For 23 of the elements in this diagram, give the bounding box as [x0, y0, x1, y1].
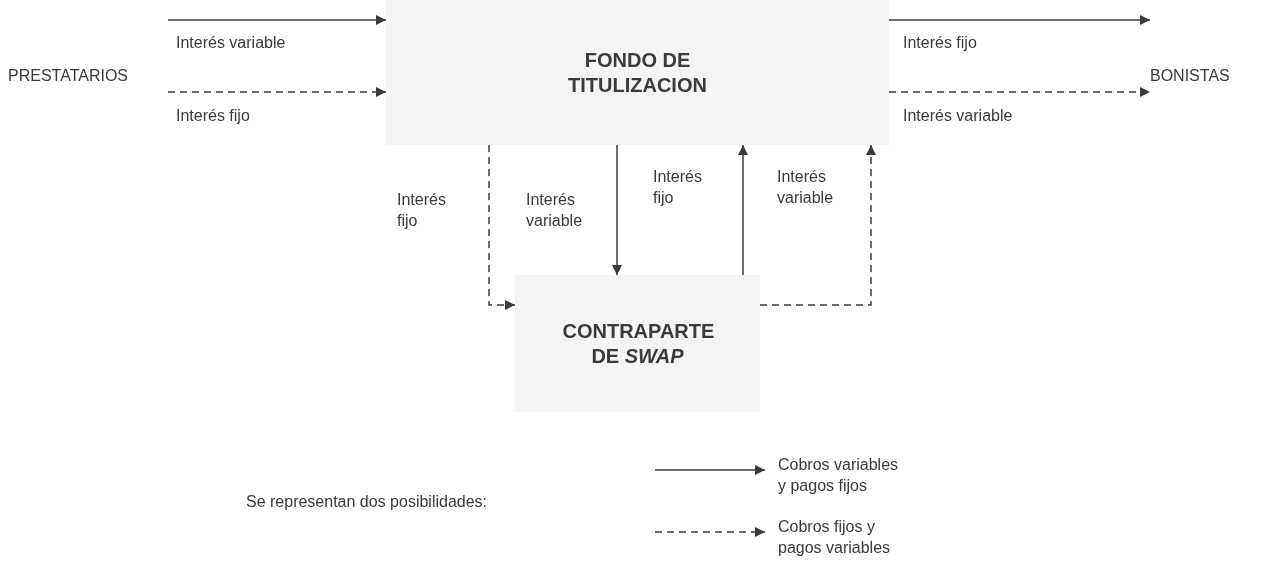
arrow [888, 87, 1151, 97]
edge-label: Interés variable [176, 33, 287, 53]
arrow [167, 15, 387, 25]
edge-label: Interés fijo [653, 167, 703, 208]
arrow [167, 87, 387, 97]
entity-label: PRESTATARIOS [8, 62, 168, 90]
arrow [488, 144, 516, 310]
legend-heading: Se representan dos posibilidades: [246, 492, 488, 512]
arrow [888, 15, 1151, 25]
edge-label: Interés variable [526, 190, 584, 231]
entity-box: FONDO DE TITULIZACION [386, 0, 889, 145]
legend-text: Cobros variables y pagos fijos [778, 455, 900, 496]
edge-label: Interés fijo [903, 33, 978, 53]
arrow [612, 144, 622, 276]
edge-label: Interés fijo [176, 106, 251, 126]
edge-label: Interés variable [777, 167, 835, 208]
legend-text: Cobros fijos y pagos variables [778, 517, 892, 558]
arrow [759, 144, 876, 306]
edge-label: Interés fijo [397, 190, 447, 231]
edge-label: Interés variable [903, 106, 1014, 126]
entity-label: BONISTAS [1150, 62, 1260, 90]
entity-box: CONTRAPARTE DE SWAP [515, 275, 760, 412]
arrow [738, 144, 748, 276]
